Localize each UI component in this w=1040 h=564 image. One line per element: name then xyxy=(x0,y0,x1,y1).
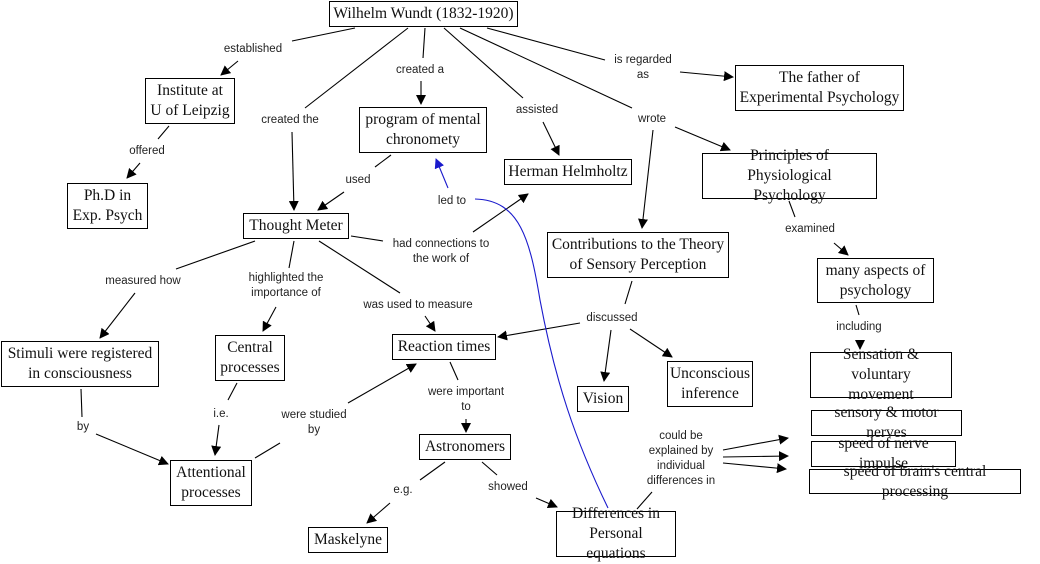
concept-mental-chronometry[interactable]: program of mental chronomety xyxy=(359,107,487,153)
link-wrote[interactable]: wrote xyxy=(637,113,667,125)
connector-institute-offered xyxy=(157,125,170,140)
connector-wundt-wrote xyxy=(459,27,633,109)
link-used[interactable]: used xyxy=(345,174,371,186)
connector-wundt-assisted xyxy=(443,27,524,99)
link-examined[interactable]: examined xyxy=(785,223,835,235)
link-assisted[interactable]: assisted xyxy=(515,104,559,116)
link-had-connections[interactable]: had connections to the work of xyxy=(392,238,490,265)
connector-discussed-vision xyxy=(600,329,612,382)
concept-principles-physiological-psychology[interactable]: Principles of Physiological Psychology xyxy=(702,147,877,204)
concept-stimuli-registered[interactable]: Stimuli were registered in consciousness xyxy=(1,341,159,387)
connector-ledto-chronometry xyxy=(434,158,449,189)
connector-regarded-father xyxy=(679,71,734,82)
connector-wundt-createda xyxy=(422,27,426,59)
link-highlighted-importance[interactable]: highlighted the importance of xyxy=(248,272,324,299)
connector-ie-attentional xyxy=(211,424,222,456)
concept-institute-leipzig[interactable]: Institute at U of Leipzig xyxy=(145,78,235,124)
link-offered[interactable]: offered xyxy=(129,145,165,157)
connector-thoughtmeter-highlighted xyxy=(288,240,295,269)
connector-by-attentional xyxy=(95,433,169,466)
connector-couldbe-brainspeed xyxy=(722,462,787,474)
link-by[interactable]: by xyxy=(76,421,90,433)
concept-sensory-motor-nerves[interactable]: sensory & motor nerves xyxy=(811,404,962,441)
link-discussed[interactable]: discussed xyxy=(586,312,638,324)
connector-wundt-established xyxy=(291,27,356,42)
concept-vision[interactable]: Vision xyxy=(577,386,629,412)
connector-astronomers-eg xyxy=(419,461,446,481)
connector-established-institute xyxy=(220,60,239,76)
link-led-to[interactable]: led to xyxy=(437,195,467,207)
connector-discussed-unconscious xyxy=(629,328,673,358)
concept-maskelyne[interactable]: Maskelyne xyxy=(308,527,388,553)
link-showed[interactable]: showed xyxy=(488,481,528,493)
connector-thoughtmeter-wasused xyxy=(318,240,401,294)
connector-wasused-reaction xyxy=(424,315,436,332)
connector-discussed-reaction xyxy=(497,322,581,341)
link-established[interactable]: established xyxy=(223,43,283,55)
link-eg[interactable]: e.g. xyxy=(393,484,413,496)
link-including[interactable]: including xyxy=(836,321,882,333)
connector-used-thoughtmeter xyxy=(317,191,345,211)
connector-assisted-helmholtz xyxy=(542,121,560,156)
connector-couldbe-nerveimpulse xyxy=(722,451,789,462)
connector-wundt-regarded xyxy=(486,27,606,61)
concept-central-processes[interactable]: Central processes xyxy=(215,335,285,381)
connector-offered-phd xyxy=(126,162,141,179)
connector-thoughtmeter-measuredhow xyxy=(175,240,256,270)
connector-attentional-werestudied xyxy=(254,442,281,459)
connector-contributions-discussed xyxy=(624,280,633,305)
concept-thought-meter[interactable]: Thought Meter xyxy=(243,213,349,239)
link-measured-how[interactable]: measured how xyxy=(105,275,181,287)
concept-speed-nerve-impulse[interactable]: speed of nerve impulse xyxy=(811,435,956,472)
connector-couldbe-sensorymotor xyxy=(722,434,789,451)
connector-thoughtmeter-hadconnections xyxy=(350,235,384,242)
link-could-be-explained[interactable]: could be explained by individual differe… xyxy=(646,430,716,487)
concept-speed-brain-processing[interactable]: speed of brain's central processing xyxy=(809,463,1021,500)
link-were-important-to[interactable]: were important to xyxy=(427,386,505,413)
connector-examined-manyaspects xyxy=(833,242,849,256)
connector-principles-examined xyxy=(788,200,796,218)
connector-manyaspects-including xyxy=(855,304,860,316)
connector-measuredhow-stimuli xyxy=(99,292,136,339)
connector-astronomers-showed xyxy=(481,461,498,476)
concept-wilhelm-wundt[interactable]: Wilhelm Wundt (1832-1920) xyxy=(329,1,518,27)
connector-wrote-principles xyxy=(674,126,731,152)
connector-differences-couldbe xyxy=(636,491,653,510)
concept-reaction-times[interactable]: Reaction times xyxy=(392,334,496,360)
link-created-a[interactable]: created a xyxy=(396,64,444,76)
concept-many-aspects-psychology[interactable]: many aspects of psychology xyxy=(817,258,934,303)
link-ie[interactable]: i.e. xyxy=(213,408,229,420)
link-is-regarded-as[interactable]: is regarded as xyxy=(614,54,672,81)
connector-differences-ledto xyxy=(474,198,609,509)
concept-attentional-processes[interactable]: Attentional processes xyxy=(170,460,252,506)
connector-highlighted-central xyxy=(262,306,277,332)
link-were-studied-by[interactable]: were studied by xyxy=(281,409,347,436)
concept-herman-helmholtz[interactable]: Herman Helmholtz xyxy=(504,159,632,185)
link-was-used-to-measure[interactable]: was used to measure xyxy=(363,299,473,311)
connector-eg-maskelyne xyxy=(366,502,391,524)
connector-stimuli-by xyxy=(80,388,83,418)
connector-chronometry-used xyxy=(374,154,392,168)
link-created-the[interactable]: created the xyxy=(261,114,319,126)
concept-sensation-voluntary-movement[interactable]: Sensation & voluntary movement xyxy=(810,346,952,403)
concept-astronomers[interactable]: Astronomers xyxy=(419,434,511,460)
connector-createdthe-thoughtmeter xyxy=(288,131,299,211)
concept-contributions-sensory-perception[interactable]: Contributions to the Theory of Sensory P… xyxy=(547,232,729,278)
concept-father-experimental-psychology[interactable]: The father of Experimental Psychology xyxy=(735,65,904,111)
concept-unconscious-inference[interactable]: Unconscious inference xyxy=(667,361,753,407)
connector-showed-differences xyxy=(535,497,558,509)
connector-reaction-wereimportant xyxy=(449,361,459,381)
connector-wundt-createdthe xyxy=(304,27,409,109)
concept-differences-personal-equations[interactable]: Differences in Personal equations xyxy=(556,505,676,562)
connector-central-ie xyxy=(227,382,238,401)
connector-werestudied-reaction xyxy=(347,363,417,404)
connector-hadconnections-helmholtz xyxy=(472,193,529,233)
concept-phd-exp-psych[interactable]: Ph.D in Exp. Psych xyxy=(67,183,148,229)
connector-wrote-contributions xyxy=(638,129,654,229)
